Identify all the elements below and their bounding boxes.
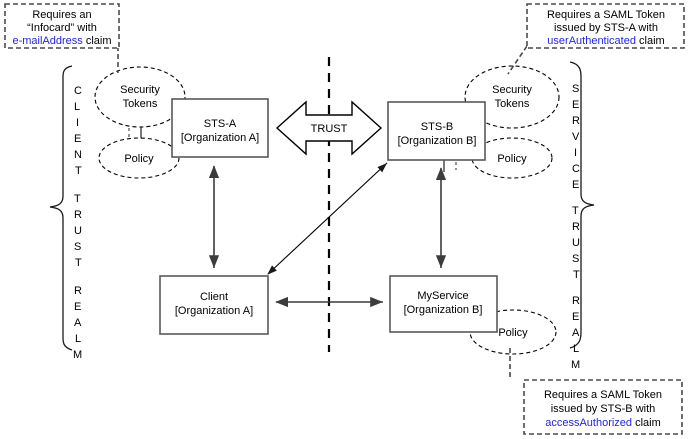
realm-letter: C (74, 85, 82, 97)
ellipse-security-tokens-a: Security Tokens (94, 66, 186, 128)
ellipse-policy-a: Policy (98, 137, 180, 179)
connector-client-sts-b (267, 162, 388, 275)
node-sts-a[interactable]: STS-A [Organization A] (171, 98, 269, 158)
realm-letter: R (572, 295, 580, 307)
callout-sts-b-claim: accessAuthorized (545, 417, 632, 429)
callout-sts-a-line2: issued by STS-A with (554, 22, 658, 34)
sts-a-subtitle: [Organization A] (181, 132, 259, 144)
realm-letter: L (74, 101, 80, 113)
callout-infocard-line1: Requires an (32, 9, 91, 21)
realm-letter: N (74, 149, 82, 161)
callout-sts-b-line3: accessAuthorized claim (545, 417, 661, 429)
callout-sts-b-line1: Requires a SAML Token (544, 389, 662, 401)
callout-sts-b-claim-suffix: claim (632, 417, 661, 429)
realm-letter: R (572, 221, 580, 233)
realm-letter: E (572, 99, 579, 111)
service-trust-realm-brace (569, 61, 595, 349)
realm-letter: E (74, 133, 81, 145)
realm-letter: A (572, 327, 580, 339)
callout-sts-b-token: Requires a SAML Token issued by STS-B wi… (509, 348, 683, 435)
realm-letter: R (74, 285, 82, 297)
callout-sts-a-claim-suffix: claim (636, 35, 665, 47)
security-tokens-a-line1: Security (120, 84, 160, 96)
policy-service-label: Policy (498, 327, 528, 339)
realm-letter: M (73, 349, 82, 361)
client-trust-realm-label: C L I E N T T R U S T R E A L M (73, 85, 82, 361)
realm-letter: T (75, 257, 82, 269)
sts-a-title: STS-A (204, 118, 237, 130)
realm-letter: E (572, 311, 579, 323)
realm-letter: I (76, 117, 79, 129)
node-sts-b[interactable]: STS-B [Organization B] (387, 101, 486, 161)
trust-arrow-label: TRUST (311, 123, 348, 135)
callout-sts-a-line1: Requires a SAML Token (547, 9, 665, 21)
client-title: Client (200, 291, 228, 303)
callout-sts-a-token: Requires a SAML Token issued by STS-A wi… (507, 3, 685, 75)
realm-letter: M (571, 359, 580, 371)
realm-letter: C (572, 163, 580, 175)
realm-letter: U (572, 237, 580, 249)
callout-infocard: Requires an “Infocard” with e-mailAddres… (4, 3, 120, 73)
realm-letter: E (572, 179, 579, 191)
realm-letter: I (574, 147, 577, 159)
realm-letter: S (74, 241, 81, 253)
security-tokens-a-line2: Tokens (123, 98, 158, 110)
policy-b-label: Policy (497, 153, 527, 165)
realm-letter: A (74, 317, 82, 329)
policy-a-label: Policy (124, 153, 154, 165)
client-subtitle: [Organization A] (175, 305, 253, 317)
ellipse-security-tokens-b: Security Tokens (464, 65, 560, 129)
ellipse-policy-b: Policy (471, 137, 553, 179)
callout-infocard-claim: e-mailAddress (12, 35, 83, 47)
node-client[interactable]: Client [Organization A] (159, 275, 269, 335)
callout-sts-a-claim: userAuthenticated (547, 35, 636, 47)
realm-letter: R (572, 115, 580, 127)
realm-letter: E (74, 301, 81, 313)
security-tokens-b-line2: Tokens (495, 98, 530, 110)
realm-letter: T (75, 165, 82, 177)
realm-letter: S (572, 253, 579, 265)
callout-infocard-claim-suffix: claim (83, 35, 112, 47)
realm-letter: S (572, 83, 579, 95)
sts-b-subtitle: [Organization B] (398, 135, 477, 147)
myservice-subtitle: [Organization B] (404, 304, 483, 316)
realm-letter: V (572, 131, 580, 143)
service-trust-realm-label: S E R V I C E T R U S T R E A L M (571, 83, 580, 371)
callout-sts-a-line3: userAuthenticated claim (547, 35, 664, 47)
callout-infocard-line2: “Infocard” with (27, 22, 97, 34)
realm-letter: T (74, 193, 81, 205)
realm-letter: L (75, 333, 81, 345)
trust-arrow: TRUST (275, 100, 383, 156)
realm-letter: L (573, 343, 579, 355)
client-trust-realm-brace (49, 65, 73, 351)
callout-sts-b-line2: issued by STS-B with (551, 403, 656, 415)
myservice-title: MyService (417, 290, 468, 302)
realm-letter: R (74, 209, 82, 221)
callout-infocard-line3: e-mailAddress claim (12, 35, 111, 47)
realm-letter: T (573, 269, 580, 281)
node-myservice[interactable]: MyService [Organization B] (389, 275, 498, 333)
sts-b-title: STS-B (421, 121, 453, 133)
security-tokens-b-line1: Security (492, 84, 532, 96)
realm-letter: T (572, 205, 579, 217)
realm-letter: U (74, 225, 82, 237)
